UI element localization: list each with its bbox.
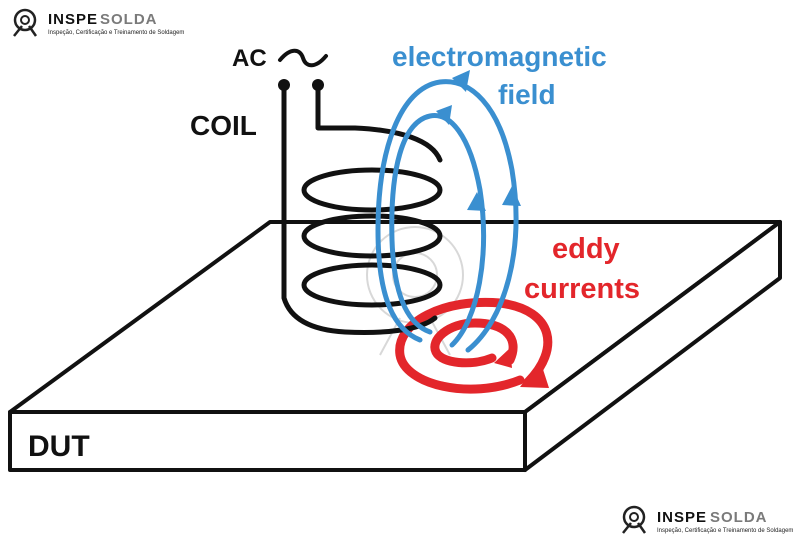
field-arrow-right-inner-icon <box>467 192 486 211</box>
coil-turn-1 <box>301 167 443 213</box>
logo-word-solda: SOLDA <box>710 509 768 526</box>
field-line-outer <box>375 79 519 353</box>
coil-turn-2 <box>301 213 443 259</box>
label-coil: COIL <box>190 110 257 141</box>
eddy-arrow-inner-icon <box>494 348 512 368</box>
logo-top-left: INSPE SOLDA Inspeção, Certificação e Tre… <box>13 8 184 37</box>
eddy-outer-loop <box>395 297 553 394</box>
logo-tagline: Inspeção, Certificação e Treinamento de … <box>48 30 184 36</box>
label-dut: DUT <box>28 430 90 463</box>
logo-word-solda: SOLDA <box>100 11 158 28</box>
eddy-arrow-outer-icon <box>520 360 549 388</box>
coil-turn-3 <box>301 262 443 308</box>
coil-lead-right <box>315 82 443 163</box>
label-ac: AC <box>232 45 267 72</box>
terminal-right <box>312 79 324 91</box>
field-line-inner <box>389 113 487 348</box>
label-field-line2: field <box>498 79 556 110</box>
logo-emblem-icon <box>622 505 647 534</box>
label-eddy-line1: eddy <box>552 233 620 265</box>
field-lines <box>375 79 519 353</box>
ac-sine-icon <box>278 48 328 68</box>
logo-tagline: Inspeção, Certificação e Treinamento de … <box>657 528 793 534</box>
dut-side-face <box>523 220 782 472</box>
field-arrow-top-inner-icon <box>436 105 452 125</box>
label-eddy-line2: currents <box>524 273 640 305</box>
eddy-current-loops <box>395 297 553 394</box>
logo-emblem-icon <box>13 8 38 37</box>
logo-word-inspe: INSPE <box>657 509 707 526</box>
coil <box>281 82 443 335</box>
terminal-left <box>278 79 290 91</box>
field-arrow-top-icon <box>452 70 470 92</box>
eddy-inner-loop <box>430 318 518 368</box>
logo-word-inspe: INSPE <box>48 11 98 28</box>
label-field-line1: electromagnetic <box>392 41 607 72</box>
logo-bottom-right: INSPE SOLDA Inspeção, Certificação e Tre… <box>622 505 793 534</box>
field-arrow-right-outer-icon <box>502 186 521 206</box>
